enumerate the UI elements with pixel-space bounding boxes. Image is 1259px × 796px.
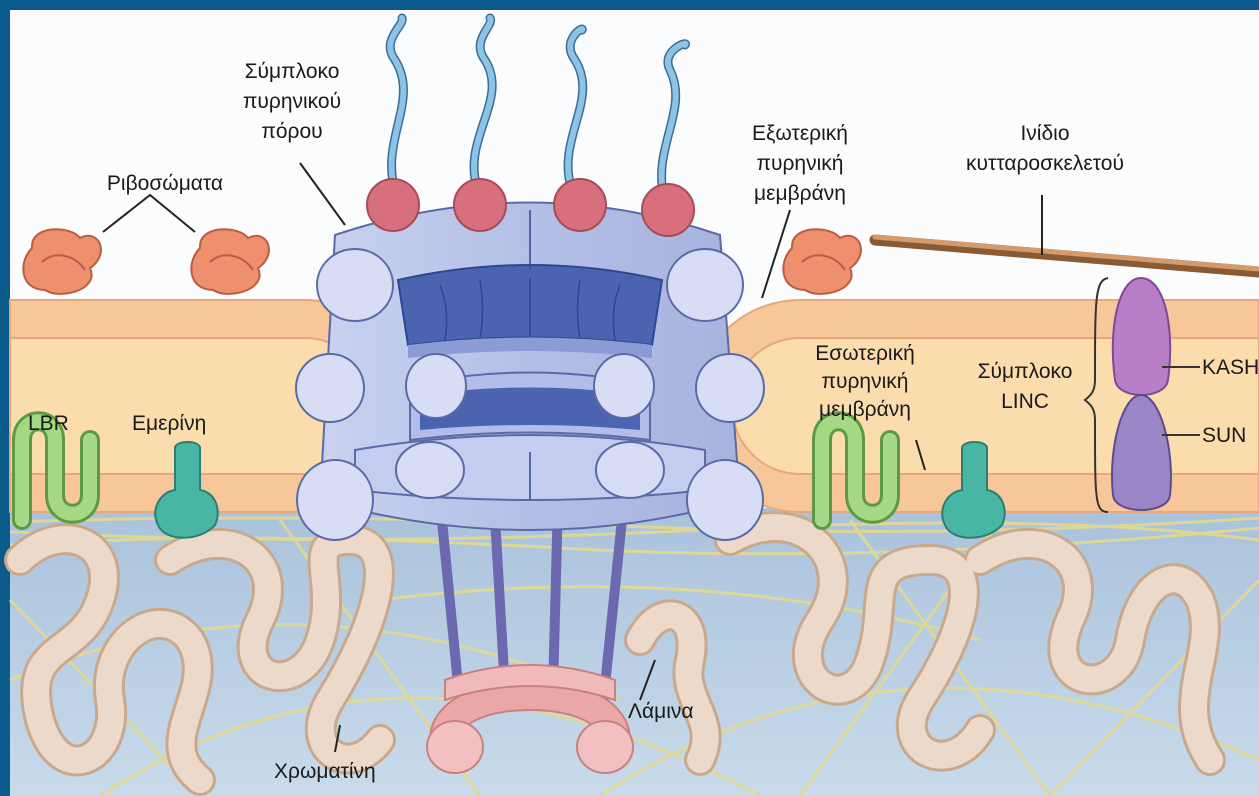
nuclear-pore-complex xyxy=(296,203,764,541)
chromatin-label: Χρωματίνη xyxy=(274,760,376,783)
sun-label: SUN xyxy=(1202,424,1246,447)
kash-label: KASH xyxy=(1202,356,1259,379)
ribosomes-label: Ριβοσώματα xyxy=(107,172,223,195)
lbr-label: LBR xyxy=(28,412,69,435)
kash-protein xyxy=(1113,278,1170,395)
emerin-label: Εμερίνη xyxy=(132,412,206,435)
lamina-label: Λάμινα xyxy=(628,700,694,723)
